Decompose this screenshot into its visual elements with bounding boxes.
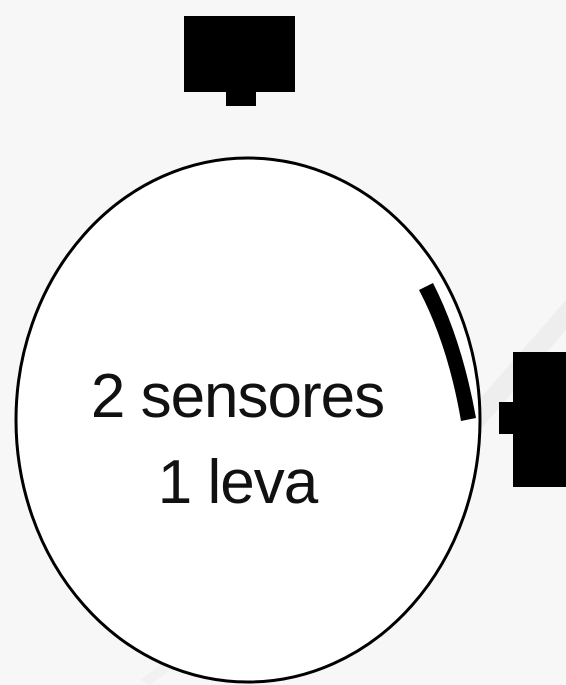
- cam-lobe: [419, 283, 476, 421]
- label-cam: 1 leva: [157, 448, 318, 517]
- label-sensors: 2 sensores: [90, 362, 385, 431]
- wheel-circle: [14, 156, 482, 684]
- sensor-top: [184, 16, 295, 106]
- sensor-right: [499, 352, 566, 487]
